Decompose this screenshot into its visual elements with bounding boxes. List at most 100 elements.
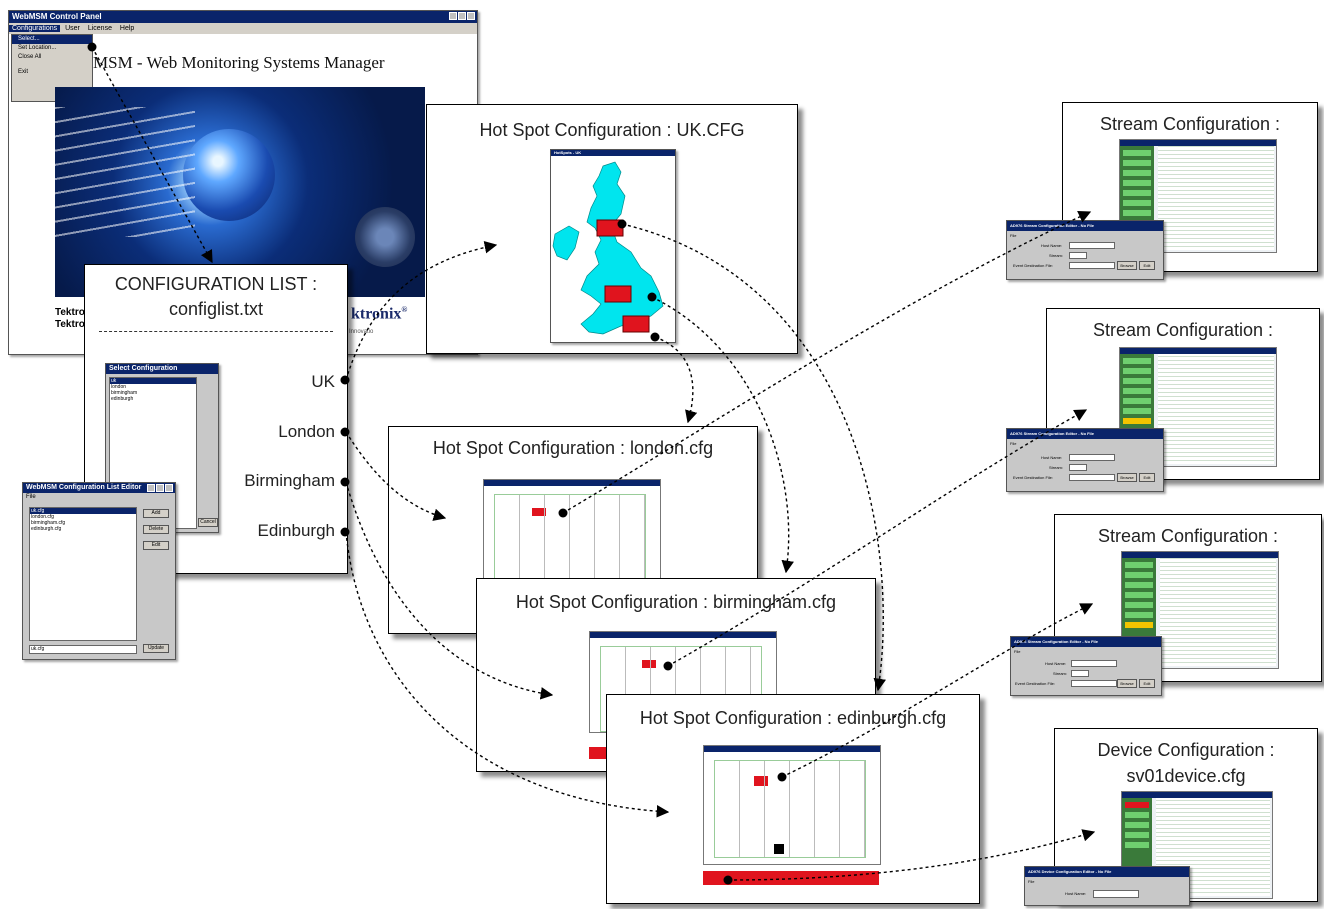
host-name-field[interactable]: [1093, 890, 1139, 898]
menu-item-set-location[interactable]: Set Location...: [18, 45, 57, 51]
close-icon[interactable]: [165, 484, 173, 492]
list-editor-titlebar: WebMSM Configuration List Editor: [23, 483, 175, 493]
control-panel-menubar: Configurations User License Help: [9, 23, 477, 34]
status-bar-red: [703, 871, 879, 885]
stream-field[interactable]: [1071, 670, 1089, 677]
list-item[interactable]: uk.cfg: [30, 508, 136, 514]
menu-configurations[interactable]: Configurations: [9, 25, 61, 32]
menu-item-exit[interactable]: Exit: [18, 69, 29, 75]
menu-file[interactable]: File: [1014, 649, 1021, 654]
node-label-uk: UK: [311, 372, 335, 391]
menu-item-close-all[interactable]: Close All: [18, 54, 42, 60]
list-item[interactable]: uk: [110, 378, 196, 384]
menu-file[interactable]: File: [1010, 441, 1017, 446]
hotspot-uk-title: Hot Spot Configuration : UK.CFG: [479, 120, 745, 140]
uk-map: [552, 161, 664, 335]
hotspot-uk-panel: Hot Spot Configuration : UK.CFG HotSpots…: [426, 104, 798, 354]
stream-field[interactable]: [1069, 464, 1087, 471]
window-buttons: [449, 12, 475, 20]
browse-button[interactable]: Browse: [1117, 261, 1137, 270]
menu-license[interactable]: License: [87, 25, 112, 32]
screenshot-titlebar: [1122, 552, 1278, 558]
stream-config-title: Stream Configuration :: [1092, 320, 1274, 340]
config-file-list[interactable]: uk.cfg london.cfg birmingham.cfg edinbur…: [29, 507, 137, 641]
ireland-shape: [552, 225, 580, 261]
stream-editor-menubar: File: [1011, 647, 1161, 656]
list-item[interactable]: birmingham.cfg: [31, 520, 66, 526]
select-configuration-title: Select Configuration: [109, 365, 178, 372]
cancel-button[interactable]: Cancel: [198, 518, 218, 527]
close-icon[interactable]: [467, 12, 475, 20]
add-button[interactable]: Add: [143, 509, 169, 518]
brand-text: ktronix: [351, 305, 402, 323]
maximize-icon[interactable]: [156, 484, 164, 492]
stream-label: Stream:: [1053, 671, 1068, 676]
event-destination-field[interactable]: [1071, 680, 1117, 687]
host-name-field[interactable]: [1069, 242, 1115, 249]
brand-tagline: Innovatio: [349, 329, 374, 335]
event-destination-field[interactable]: [1069, 474, 1115, 481]
host-name-field[interactable]: [1071, 660, 1117, 667]
delete-button[interactable]: Delete: [143, 525, 169, 534]
host-name-label: Host Name:: [1041, 243, 1063, 248]
screenshot-titlebar: [1120, 348, 1276, 354]
hotspot-london-screenshot: [483, 479, 661, 593]
list-item[interactable]: london.cfg: [31, 514, 55, 520]
host-name-label: Host Name:: [1045, 661, 1067, 666]
list-item[interactable]: london: [111, 384, 127, 390]
control-panel-title: WebMSM Control Panel: [12, 12, 102, 21]
list-item[interactable]: edinburgh.cfg: [31, 526, 62, 532]
stream-field[interactable]: [1069, 252, 1087, 259]
device-editor-titlebar: AD976 Device Configuration Editor - No F…: [1025, 867, 1189, 877]
menu-file[interactable]: File: [1028, 879, 1035, 884]
device-config-filename: sv01device.cfg: [1126, 766, 1246, 786]
stream-editor-window-2: AD976 Stream Configuration Editor - No F…: [1006, 428, 1164, 492]
stream-editor-menubar: File: [1007, 439, 1163, 448]
brand-registered-mark: ®: [401, 305, 408, 314]
stream-table: [1158, 146, 1274, 250]
stream-editor-title: AD976 Stream Configuration Editor - No F…: [1010, 431, 1095, 436]
stream-editor-title: AD976 Stream Configuration Editor - No F…: [1014, 639, 1099, 644]
menu-file[interactable]: File: [26, 494, 36, 500]
edit-button[interactable]: Edit: [1139, 679, 1155, 688]
hotspot-birmingham-box: [604, 285, 632, 303]
event-destination-label: Event Destination File:: [1015, 681, 1056, 686]
hotspot-edinburgh-panel: Hot Spot Configuration : edinburgh.cfg: [606, 694, 980, 904]
footer-left-1: Tektro: [55, 307, 85, 318]
event-destination-label: Event Destination File:: [1013, 263, 1054, 268]
menu-file[interactable]: File: [1010, 233, 1017, 238]
host-name-label: Host Name:: [1041, 455, 1063, 460]
minimize-icon[interactable]: [147, 484, 155, 492]
screenshot-titlebar: [704, 746, 880, 752]
edit-button[interactable]: Edit: [1139, 261, 1155, 270]
maximize-icon[interactable]: [458, 12, 466, 20]
browse-button[interactable]: Browse: [1117, 679, 1137, 688]
edit-button[interactable]: Edit: [1139, 473, 1155, 482]
event-destination-field[interactable]: [1069, 262, 1115, 269]
host-name-field[interactable]: [1069, 454, 1115, 461]
config-file-input-value: uk.cfg: [31, 646, 45, 652]
stream-editor-titlebar: AD976 Stream Configuration Editor - No F…: [1007, 221, 1163, 231]
update-button[interactable]: Update: [143, 644, 169, 653]
hotspot-edinburgh-box: [596, 219, 624, 237]
list-item[interactable]: birmingham: [111, 390, 138, 396]
screenshot-titlebar: [1120, 140, 1276, 146]
menu-item-select[interactable]: Select...: [12, 35, 92, 44]
list-item[interactable]: edinburgh: [111, 396, 134, 402]
hotspot-uk-window: HotSpots - UK: [550, 149, 676, 343]
menu-user[interactable]: User: [65, 25, 80, 32]
control-panel-titlebar: WebMSM Control Panel: [9, 11, 477, 23]
node-label-london: London: [278, 422, 335, 441]
stream-editor-window-1: AD976 Stream Configuration Editor - No F…: [1006, 220, 1164, 280]
select-configuration-titlebar: Select Configuration: [106, 364, 218, 374]
edit-button[interactable]: Edit: [143, 541, 169, 550]
configuration-list-editor-window: WebMSM Configuration List Editor File uk…: [22, 482, 176, 660]
minimize-icon[interactable]: [449, 12, 457, 20]
stream-table: [1158, 354, 1274, 464]
browse-button[interactable]: Browse: [1117, 473, 1137, 482]
hotspot-uk-window-title: HotSpots - UK: [554, 150, 582, 155]
menu-help[interactable]: Help: [119, 25, 135, 32]
config-file-input[interactable]: uk.cfg: [29, 645, 137, 654]
configuration-list-filename: configlist.txt: [168, 299, 264, 319]
uk-map-shape: [580, 161, 664, 335]
